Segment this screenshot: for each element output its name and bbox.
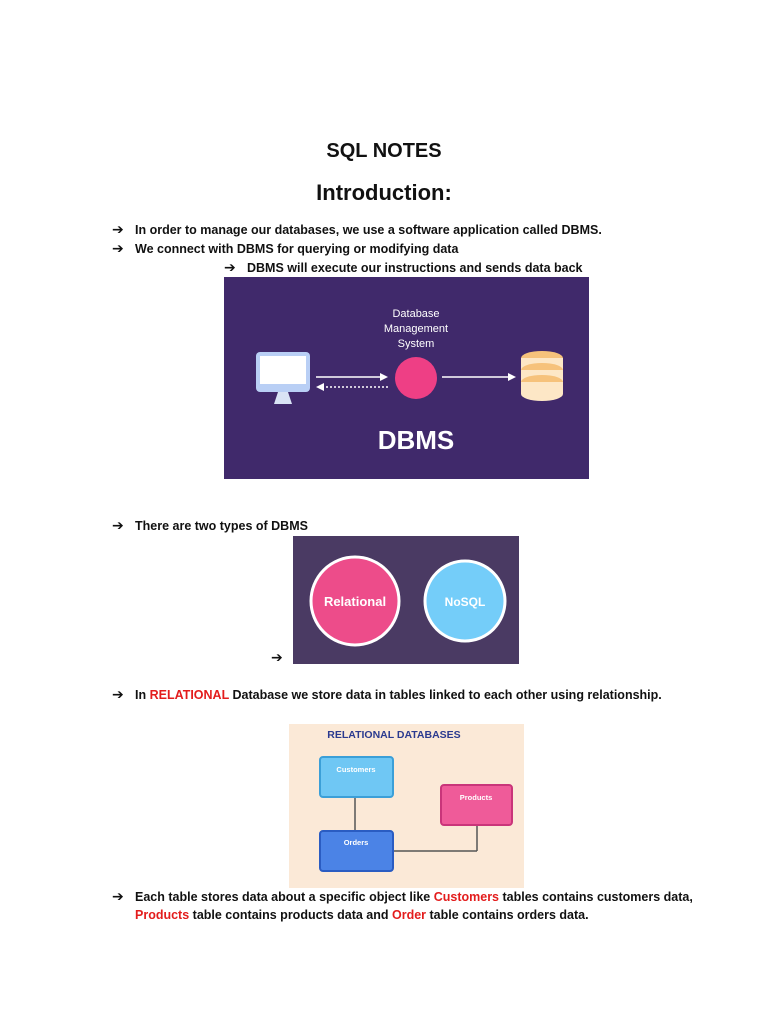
highlight-products: Products — [135, 908, 190, 922]
computer-icon — [256, 352, 310, 404]
bullet-text-part: Each table stores data about a specific … — [135, 890, 434, 904]
highlight-relational: RELATIONAL — [149, 688, 229, 702]
dbms-label-line2: Management — [384, 323, 448, 335]
bullet-text-part: In — [135, 688, 150, 702]
relational-diagram-title: RELATIONAL DATABASES — [327, 729, 460, 741]
bullet-text-part: table contains orders data. — [426, 908, 589, 922]
highlight-customers: Customers — [433, 890, 500, 904]
page-title: SQL NOTES — [326, 140, 442, 162]
dbms-big-label: DBMS — [378, 425, 455, 455]
customers-label: Customers — [336, 765, 375, 774]
dbms-circle — [395, 357, 437, 399]
bullet-text-part: tables contains customers data, — [499, 890, 693, 904]
bullet-text: DBMS will execute our instructions and s… — [247, 261, 583, 275]
bullet-text-part: Database we store data in tables linked … — [229, 688, 662, 702]
arrow-icon: ➔ — [112, 686, 124, 702]
products-table-box — [440, 784, 513, 826]
bullet-text: In order to manage our databases, we use… — [135, 223, 602, 237]
arrow-icon: ➔ — [112, 517, 124, 533]
db-arrow-icon — [442, 373, 516, 381]
nosql-circle — [423, 559, 507, 643]
relational-circle — [309, 555, 401, 647]
arrow-icon: ➔ — [112, 888, 124, 904]
dbms-label-line1: Database — [392, 308, 439, 320]
bullet-text-part: table contains products data and — [189, 908, 392, 922]
orders-label: Orders — [344, 838, 369, 847]
connector-lines — [354, 797, 478, 852]
relational-label: Relational — [324, 594, 386, 609]
arrow-icon: ➔ — [271, 649, 283, 665]
customers-table-box — [319, 756, 394, 798]
nosql-label: NoSQL — [445, 595, 486, 609]
bullet-text-continuation: Products table contains products data an… — [135, 908, 589, 922]
bullet-text: There are two types of DBMS — [135, 519, 308, 533]
response-arrow-icon — [316, 383, 388, 391]
arrow-icon: ➔ — [112, 240, 124, 256]
arrow-icon: ➔ — [112, 221, 124, 237]
request-arrow-icon — [316, 373, 388, 381]
database-icon — [521, 351, 563, 401]
arrow-icon: ➔ — [224, 259, 236, 275]
highlight-order: Order — [392, 908, 427, 922]
dbms-label-line3: System — [398, 338, 435, 350]
orders-table-box — [319, 830, 394, 872]
products-label: Products — [460, 793, 493, 802]
dbms-diagram: Database Management System DBMS — [224, 277, 589, 479]
bullet-text: We connect with DBMS for querying or mod… — [135, 242, 459, 256]
relational-databases-diagram: RELATIONAL DATABASES Customers Products … — [289, 724, 524, 888]
dbms-types-diagram: Relational NoSQL — [293, 536, 519, 664]
bullet-text: Each table stores data about a specific … — [135, 890, 693, 904]
bullet-text: In RELATIONAL Database we store data in … — [135, 688, 662, 702]
section-heading: Introduction: — [316, 180, 452, 205]
